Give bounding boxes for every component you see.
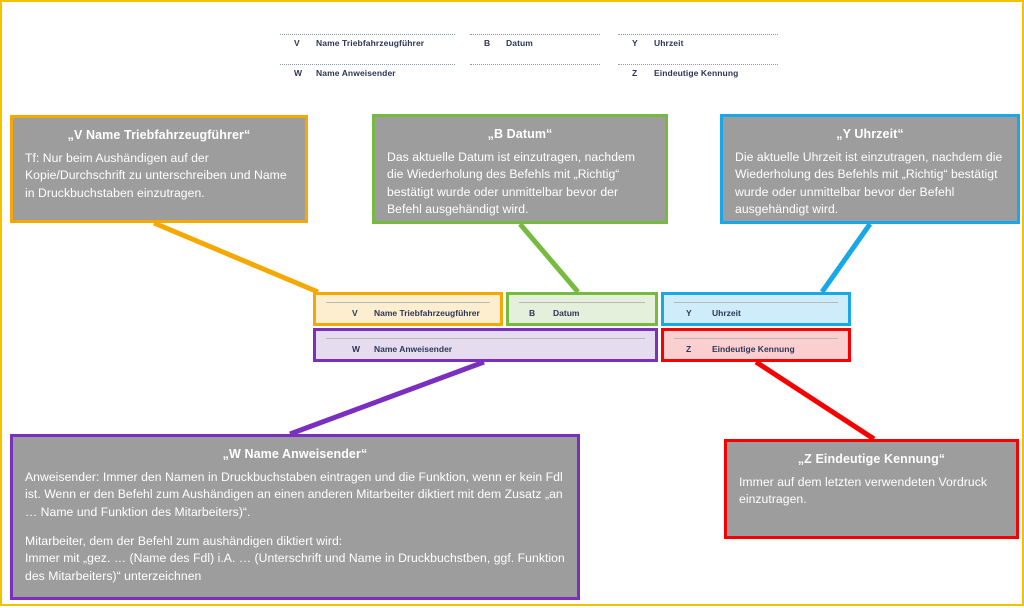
dotted-rule (618, 34, 778, 35)
field-code: B (484, 38, 491, 48)
field-code: W (294, 68, 303, 78)
form-field-b[interactable]: B Datum (506, 292, 658, 326)
connector-b (518, 222, 580, 294)
callout-body-paragraph-2: Mitarbeiter, dem der Befehl zum aushändi… (25, 533, 343, 548)
form-header-cell-z: Z Eindeutige Kennung (618, 62, 778, 92)
dotted-rule (280, 34, 455, 35)
form-field-y[interactable]: Y Uhrzeit (661, 292, 851, 326)
form-header-column-2: B Datum (470, 32, 600, 92)
dotted-rule (618, 64, 778, 65)
field-code: Z (632, 68, 638, 78)
dotted-rule (470, 34, 600, 35)
dotted-rule (470, 64, 600, 65)
field-code: W (352, 344, 361, 354)
field-label: Eindeutige Kennung (654, 68, 739, 78)
form-header-cell-w: W Name Anweisender (280, 62, 455, 92)
field-label: Datum (506, 38, 533, 48)
form-header-cell-b: B Datum (470, 32, 600, 62)
callout-z-eindeutige-kennung: „Z Eindeutige Kennung“ Immer auf dem let… (724, 439, 1019, 539)
callout-title: „Y Uhrzeit“ (836, 127, 904, 141)
field-code: Y (632, 38, 638, 48)
callout-body: Immer auf dem letzten verwendeten Vordru… (739, 475, 987, 507)
callout-body-paragraph-1: Anweisender: Immer den Namen in Druckbuc… (25, 470, 563, 519)
dotted-rule (280, 64, 455, 65)
field-label: Name Anweisender (374, 344, 453, 354)
field-label: Datum (553, 308, 580, 318)
field-code: Y (686, 308, 692, 318)
callout-title: „V Name Triebfahrzeugführer“ (67, 128, 251, 142)
field-label: Uhrzeit (654, 38, 684, 48)
field-rule (326, 302, 490, 303)
form-header-cell-v: V Name Triebfahrzeugführer (280, 32, 455, 62)
field-code: V (352, 308, 358, 318)
field-code: B (529, 308, 536, 318)
connector-y (819, 222, 873, 294)
callout-body: Das aktuelle Datum ist einzutragen, nach… (387, 150, 636, 216)
form-header-cell-y: Y Uhrzeit (618, 32, 778, 62)
field-rule (326, 338, 645, 339)
callout-b-datum: „B Datum“ Das aktuelle Datum ist einzutr… (372, 114, 668, 224)
field-label: Name Anweisender (316, 68, 396, 78)
callout-title: „Z Eindeutige Kennung“ (797, 452, 946, 466)
field-label: Uhrzeit (712, 308, 741, 318)
form-field-v[interactable]: V Name Triebfahrzeugführer (313, 292, 503, 326)
callout-body: Die aktuelle Uhrzeit ist einzutragen, na… (735, 150, 1003, 216)
callout-y-uhrzeit: „Y Uhrzeit“ Die aktuelle Uhrzeit ist ein… (720, 114, 1020, 224)
callout-body: Tf: Nur beim Aushändigen auf der Kopie/D… (25, 151, 287, 200)
field-code: V (294, 38, 300, 48)
callout-title: „W Name Anweisender“ (222, 447, 368, 461)
connector-w (289, 359, 485, 437)
field-rule (674, 338, 838, 339)
form-header-column-3: Y Uhrzeit Z Eindeutige Kennung (618, 32, 778, 92)
paragraph-spacer (25, 521, 565, 533)
field-code: Z (686, 344, 692, 354)
callout-title: „B Datum“ (487, 127, 553, 141)
connector-v (153, 220, 319, 295)
form-header: V Name Triebfahrzeugführer W Name Anweis… (280, 32, 780, 92)
callout-body-paragraph-3: Immer mit „gez. … (Name des Fdl) i.A. … … (25, 551, 565, 583)
form-field-w[interactable]: W Name Anweisender (313, 328, 658, 362)
callout-v-name-triebfahrzeugfuehrer: „V Name Triebfahrzeugführer“ Tf: Nur bei… (10, 115, 308, 223)
field-label: Name Triebfahrzeugführer (374, 308, 480, 318)
field-rule (674, 302, 838, 303)
callout-w-name-anweisender: „W Name Anweisender“ Anweisender: Immer … (10, 434, 580, 600)
connector-z (754, 359, 876, 442)
field-label: Eindeutige Kennung (712, 344, 795, 354)
form-header-cell-empty (470, 62, 600, 92)
field-label: Name Triebfahrzeugführer (316, 38, 425, 48)
field-rule (519, 302, 645, 303)
form-header-column-1: V Name Triebfahrzeugführer W Name Anweis… (280, 32, 455, 92)
form-field-z[interactable]: Z Eindeutige Kennung (661, 328, 851, 362)
